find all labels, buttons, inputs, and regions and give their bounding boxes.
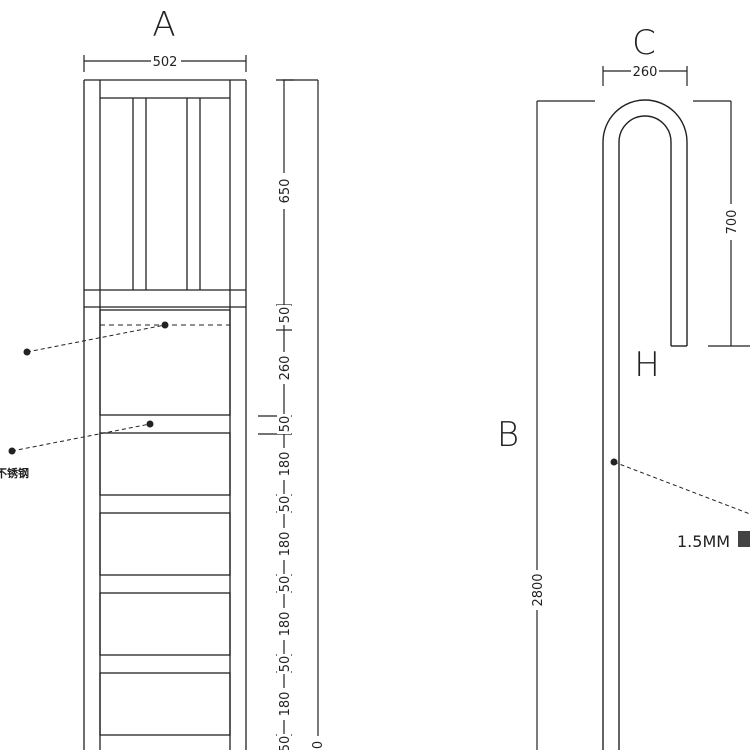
dim-180: 180	[278, 692, 293, 717]
note-thickness: 1.5MM	[677, 532, 730, 551]
step-5	[99, 672, 231, 736]
note-steel: 不锈钢	[0, 466, 29, 480]
view-label-h: H	[634, 345, 660, 385]
step-3	[99, 512, 231, 576]
dim-180: 180	[278, 532, 293, 557]
leader-dot	[8, 447, 16, 455]
dim-50: 50	[278, 307, 293, 324]
dim-50: 50	[278, 656, 293, 673]
leader-line-thickness	[613, 461, 750, 515]
leader-dot	[23, 348, 31, 356]
chain-dimension-labels: 650 50 260 50 180 50 180 50 180 50 180 5…	[277, 173, 326, 750]
dim-50: 50	[278, 576, 293, 593]
leader-dot	[146, 420, 154, 428]
leader-dot	[161, 321, 169, 329]
leader-lines-a	[11, 324, 166, 452]
view-label-c: C	[632, 23, 656, 63]
dim-260: 260	[278, 356, 293, 381]
dim-180: 180	[278, 612, 293, 637]
leader-dot	[610, 458, 618, 466]
view-label-b: B	[497, 415, 519, 455]
hook-profile	[602, 99, 688, 750]
dim-50: 50	[278, 496, 293, 513]
dim-180: 180	[278, 452, 293, 477]
note-clipped-glyph	[738, 531, 750, 547]
dim-50: 50	[278, 416, 293, 433]
dim-260: 260	[633, 65, 658, 80]
step-2	[99, 432, 231, 496]
step-1	[99, 309, 231, 416]
dimension-2800	[536, 100, 595, 750]
dim-700: 700	[725, 210, 740, 235]
dim-650: 650	[278, 179, 293, 204]
ladder-steps-a	[99, 309, 231, 736]
view-label-a: A	[152, 5, 175, 45]
step-4	[99, 592, 231, 656]
dim-50: 50	[278, 736, 293, 750]
dim-2800: 2800	[531, 573, 546, 606]
dim-502: 502	[153, 55, 178, 70]
dim-overall: 0	[311, 741, 326, 749]
dimension-700	[693, 100, 750, 347]
